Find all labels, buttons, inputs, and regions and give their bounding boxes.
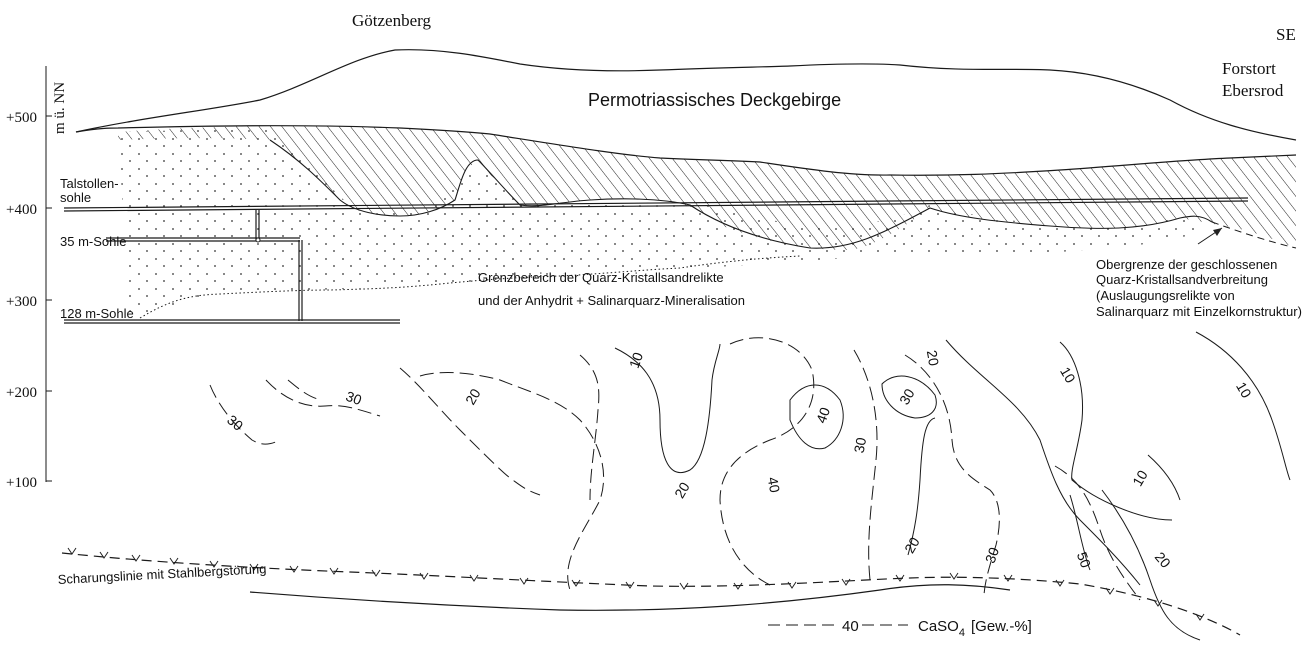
axis-tick-300: +300: [6, 294, 37, 310]
label-upper-limit-2: Quarz-Kristallsandverbreitung: [1096, 272, 1268, 287]
label-upper-limit-1: Obergrenze der geschlossenen: [1096, 257, 1277, 272]
contour-label-10: 30: [896, 386, 918, 408]
axis-tick-500: +500: [6, 110, 37, 126]
label-boundary-2: und der Anhydrit + Salinarquarz-Minerali…: [478, 293, 745, 308]
contour-label-7: 30: [851, 436, 869, 454]
legend-sample-value: 40: [842, 618, 859, 635]
contour-label-12: 40: [765, 476, 783, 494]
corner-direction-se: SE: [1276, 25, 1296, 44]
legend-label: CaSO4[Gew.-%]: [918, 618, 1032, 639]
label-boundary-1: Grenzbereich der Quarz-Kristallsandrelik…: [478, 270, 724, 285]
contour-label-4: 10: [626, 350, 646, 370]
contour-label-16: 50: [1074, 550, 1094, 570]
label-talstollen-1: Talstollen-: [60, 176, 119, 191]
legend: 40 CaSO4[Gew.-%]: [768, 618, 1032, 639]
contour-label-17: 20: [1152, 549, 1174, 571]
label-fault: Scharungslinie mit Stahlbergstörung: [57, 561, 266, 587]
place-forstort: Forstort: [1222, 59, 1276, 78]
contour-label-14: 20: [901, 534, 923, 556]
contour-label-2: 30: [344, 388, 364, 408]
contour-label-11: 20: [924, 349, 942, 367]
label-upper-limit-4: Salinarquarz mit Einzelkornstruktur): [1096, 304, 1302, 319]
contour-label-1: 30: [224, 411, 246, 433]
label-cover-rock: Permotriassisches Deckgebirge: [588, 90, 841, 110]
contour-label-3: 20: [462, 386, 484, 408]
fault-barbs: [68, 548, 1204, 620]
axis-tick-400: +400: [6, 202, 37, 218]
label-128m-level: 128 m-Sohle: [60, 306, 134, 321]
place-goetzenberg: Götzenberg: [352, 11, 431, 30]
elevation-axis: m ü. NN +500 +400 +300 +200 +100: [6, 66, 68, 491]
caso4-contours: [210, 332, 1290, 640]
contour-label-9: 10: [1233, 379, 1255, 401]
contour-label-5: 20: [671, 479, 693, 501]
axis-unit-label: m ü. NN: [52, 82, 68, 134]
place-ebersrod: Ebersrod: [1222, 81, 1284, 100]
contour-label-13: 10: [1129, 467, 1151, 489]
axis-tick-200: +200: [6, 385, 37, 401]
label-talstollen-2: sohle: [60, 190, 91, 205]
label-35m-level: 35 m-Sohle: [60, 234, 126, 249]
contour-label-6: 40: [813, 405, 833, 425]
axis-tick-100: +100: [6, 475, 37, 491]
contour-label-15: 30: [982, 545, 1002, 565]
label-upper-limit-3: (Auslaugungsrelikte von: [1096, 288, 1235, 303]
